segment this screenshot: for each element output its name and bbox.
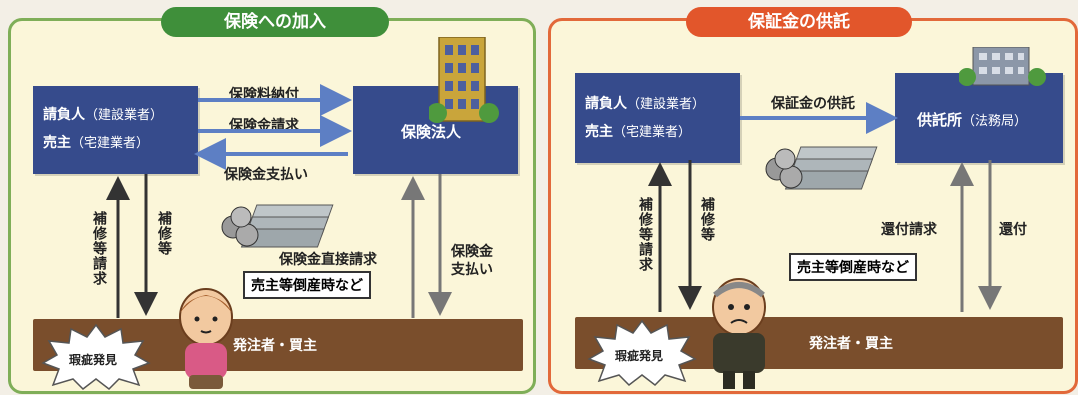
bankruptcy-callout: 売主等倒産時など (243, 271, 371, 299)
insurer-label: 保険法人 (401, 123, 462, 141)
bankruptcy-callout-right: 売主等倒産時など (789, 253, 917, 281)
buyer-label: 発注者・買主 (233, 338, 317, 354)
contractor-box: 請負人（建設業者） 売主（宅建業者） (33, 86, 198, 174)
defect-burst-icon (41, 323, 151, 390)
payment-label: 保険金支払い (224, 167, 308, 183)
money-icon-right (765, 146, 878, 190)
insurance-panel: 保険への加入 請負人（建設業者） 売主（宅建業者） 保険法人 保険料納付 保険金… (8, 7, 536, 394)
contractor-type: （建設業者） (85, 108, 164, 123)
deposit-office-label: 供託所 (917, 111, 963, 129)
contractor-label-right: 請負人 (585, 96, 627, 112)
repair-request-label-right: 補修等請求 (637, 197, 653, 272)
buyer-label-right: 発注者・買主 (809, 336, 893, 352)
money-icon (221, 204, 334, 248)
deposit-office-box: 供託所（法務局） (895, 73, 1063, 163)
refund-label: 還付 (999, 222, 1027, 238)
office-building-icon (959, 47, 1046, 86)
repair-label: 補修等 (156, 211, 172, 256)
insurer-box: 保険法人 (353, 86, 518, 174)
contractor-label: 請負人 (43, 107, 85, 123)
building-icon (429, 37, 499, 123)
defect-burst-icon-right (587, 319, 697, 386)
woman-character-icon (179, 288, 233, 389)
defect-label-right: 瑕疵発見 (615, 349, 664, 363)
contractor-type-right: （建設業者） (627, 97, 706, 112)
deposit-label: 保証金の供託 (771, 96, 855, 112)
repair-label-right: 補修等 (699, 197, 715, 242)
defect-label: 瑕疵発見 (69, 353, 118, 367)
insurance-panel-title: 保険への加入 (161, 7, 389, 37)
repair-request-label: 補修等請求 (91, 211, 107, 286)
seller-label-right: 売主 (585, 124, 613, 140)
contractor-box-right: 請負人（建設業者） 売主（宅建業者） (575, 73, 740, 163)
seller-type-right: （宅建業者） (613, 125, 692, 140)
insurance-payment-label: 保険金支払い (451, 244, 493, 278)
seller-label: 売主 (43, 135, 71, 151)
deposit-panel-title: 保証金の供託 (686, 7, 912, 37)
seller-type: （宅建業者） (71, 136, 150, 151)
refund-request-label: 還付請求 (881, 222, 937, 238)
direct-claim-label: 保険金直接請求 (279, 252, 377, 268)
man-character-icon (712, 278, 766, 389)
deposit-office-type: （法務局） (962, 114, 1028, 129)
